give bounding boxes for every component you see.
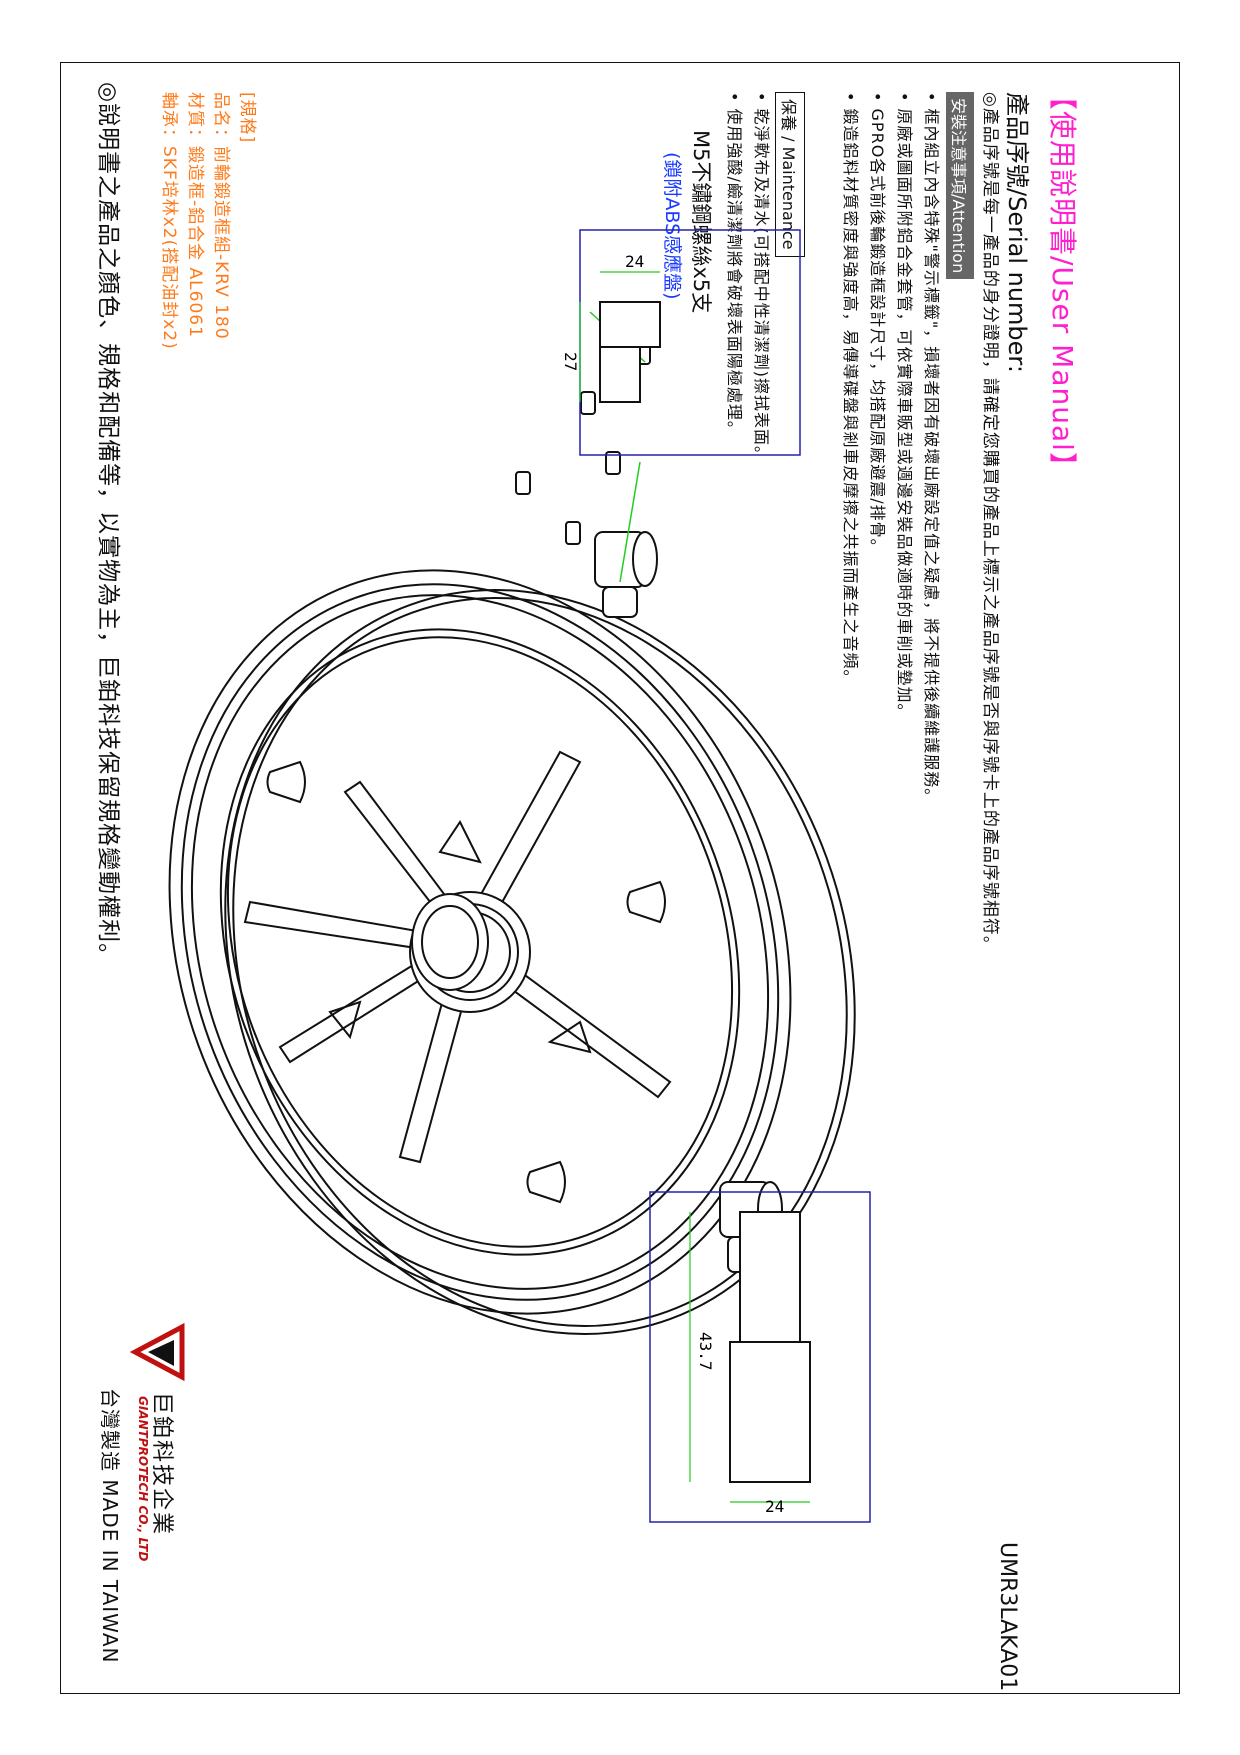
leader-lines	[589, 311, 801, 1283]
dim-top-width: 24	[625, 252, 644, 271]
dim-top-height: 27	[561, 352, 580, 371]
wheel-rim	[168, 569, 856, 1336]
dim-lines-top	[579, 271, 660, 402]
dim-part-top	[599, 301, 661, 403]
giantprotech-logo	[130, 1322, 185, 1382]
dim-part-bottom	[729, 1211, 811, 1483]
dim-box-bottom	[649, 1191, 871, 1523]
wheel-hub	[409, 891, 531, 1013]
dim-bottom-width: 24	[765, 1497, 784, 1516]
wheel-drawing: 24 27 43.7 24	[168, 229, 871, 1523]
dim-bottom-length: 43.7	[696, 1332, 715, 1371]
rotated-sheet: UMR3LAKA01 【使用說明書/User Manual】 產品序號/Seri…	[60, 62, 1180, 1694]
dim-lines-bottom	[689, 1212, 810, 1503]
spacer-top	[594, 531, 658, 618]
page-border	[60, 62, 1180, 1694]
